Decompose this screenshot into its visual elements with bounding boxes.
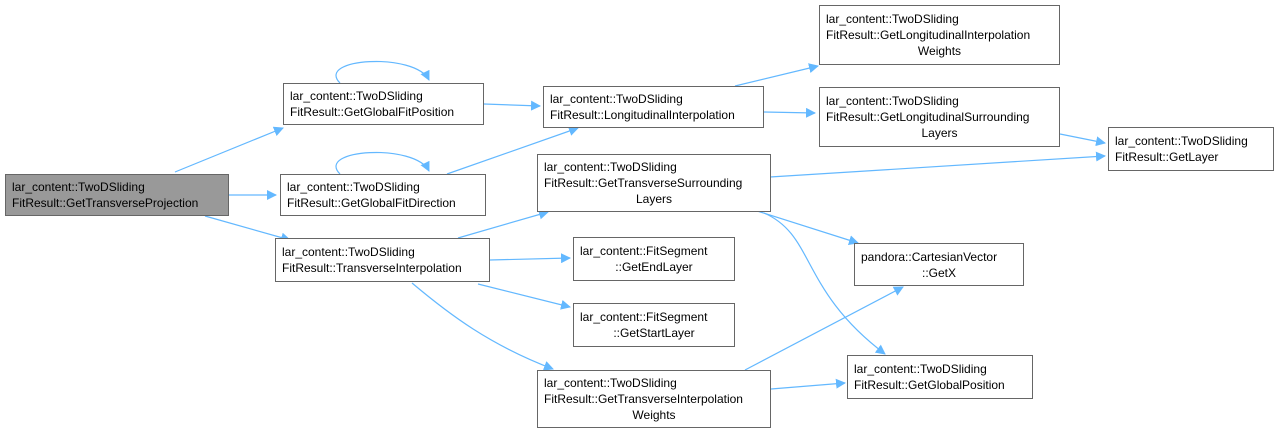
edge-ggfp-li [483, 100, 541, 111]
node-line: ::GetStartLayer [613, 326, 695, 340]
node-fit-segment-get-end-layer[interactable]: lar_content::FitSegment ::GetEndLayer [573, 237, 735, 281]
node-line: lar_content::TwoDSliding [854, 362, 987, 376]
edge-li-glsl [763, 107, 816, 118]
edge-ti-gtiw [411, 282, 554, 371]
edge-ggfd-li [446, 126, 579, 175]
node-line: lar_content::TwoDSliding [287, 180, 420, 194]
node-line: Layers [635, 192, 673, 206]
edge-ti-fsstart [477, 283, 571, 310]
node-line: FitResult::GetLongitudinalSurrounding [826, 110, 1030, 124]
edge-glsl-gl [1059, 133, 1106, 147]
node-get-global-fit-position[interactable]: lar_content::TwoDSliding FitResult::GetG… [283, 83, 484, 125]
node-get-longitudinal-surrounding-layers[interactable]: lar_content::TwoDSliding FitResult::GetL… [819, 87, 1060, 147]
edge-gtiw-getx [744, 286, 904, 371]
node-get-transverse-interpolation-weights[interactable]: lar_content::TwoDSliding FitResult::GetT… [537, 370, 771, 428]
node-line: ::GetX [921, 265, 956, 280]
node-line: lar_content::TwoDSliding [550, 92, 683, 106]
node-line: FitResult::GetLongitudinalInterpolation [826, 28, 1031, 42]
node-line: lar_content::TwoDSliding [12, 180, 145, 194]
node-line: FitResult::GetTransverseSurrounding [544, 176, 743, 190]
node-line: lar_content::TwoDSliding [544, 376, 677, 390]
edge-li-gliw [734, 63, 819, 87]
node-line: lar_content::TwoDSliding [826, 94, 959, 108]
node-line: FitResult::GetGlobalPosition [854, 378, 1005, 392]
node-line: lar_content::TwoDSliding [826, 12, 959, 26]
node-get-longitudinal-interpolation-weights[interactable]: lar_content::TwoDSliding FitResult::GetL… [819, 5, 1060, 65]
node-line: lar_content::TwoDSliding [1115, 134, 1248, 148]
node-line: FitResult::LongitudinalInterpolation [550, 108, 735, 122]
node-line: lar_content::TwoDSliding [290, 89, 423, 103]
node-fit-segment-get-start-layer[interactable]: lar_content::FitSegment ::GetStartLayer [573, 303, 735, 347]
node-line: FitResult::GetGlobalFitDirection [287, 196, 456, 210]
node-line: FitResult::GetLayer [1115, 150, 1219, 164]
node-line: lar_content::FitSegment [580, 310, 708, 324]
edge-ti-gtsl [457, 209, 549, 239]
node-cartesian-vector-get-x[interactable]: pandora::CartesianVector ::GetX [854, 243, 1024, 286]
node-line: Weights [917, 44, 962, 58]
edge-root-ti [204, 215, 291, 243]
edge-gtsl-getx [753, 209, 859, 246]
node-get-global-fit-direction[interactable]: lar_content::TwoDSliding FitResult::GetG… [280, 174, 486, 216]
edge-ti-fsend [489, 253, 571, 264]
node-line: Weights [632, 408, 676, 422]
node-get-transverse-surrounding-layers[interactable]: lar_content::TwoDSliding FitResult::GetT… [537, 154, 771, 212]
edge-gtsl-ggp [763, 212, 886, 355]
node-line: lar_content::TwoDSliding [282, 245, 415, 259]
node-line: FitResult::TransverseInterpolation [282, 261, 462, 275]
node-get-layer[interactable]: lar_content::TwoDSliding FitResult::GetL… [1108, 127, 1274, 171]
node-line: FitResult::GetTransverseInterpolation [544, 392, 743, 406]
edge-gtiw-ggp [770, 378, 846, 390]
node-line: lar_content::TwoDSliding [544, 160, 677, 174]
edge-root-ggfp [174, 126, 284, 173]
node-line: Layers [921, 126, 958, 140]
node-get-global-position[interactable]: lar_content::TwoDSliding FitResult::GetG… [847, 355, 1033, 399]
edge-ggfp-self [335, 60, 430, 84]
node-line: FitResult::GetGlobalFitPosition [290, 105, 455, 119]
node-longitudinal-interpolation[interactable]: lar_content::TwoDSliding FitResult::Long… [543, 86, 764, 128]
node-transverse-interpolation[interactable]: lar_content::TwoDSliding FitResult::Tran… [275, 238, 490, 282]
node-get-transverse-projection: lar_content::TwoDSliding FitResult::GetT… [5, 174, 229, 216]
node-line: FitResult::GetTransverseProjection [12, 196, 199, 210]
node-line: lar_content::FitSegment [580, 244, 708, 258]
node-line: ::GetEndLayer [615, 260, 693, 274]
node-line: pandora::CartesianVector [861, 249, 998, 264]
edge-ggfd-self [335, 151, 430, 175]
edge-gtsl-gl [769, 151, 1106, 178]
